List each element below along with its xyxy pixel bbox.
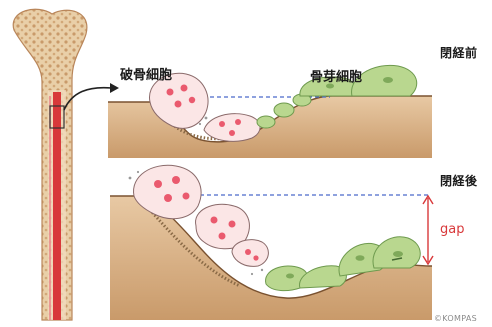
gap-label: gap [440,222,464,237]
osteoblast-label: 骨芽細胞 [310,66,362,85]
femur-bone-icon [13,9,87,320]
before-closure-label: 閉経前 [440,44,478,61]
after-closure-label: 閉経後 [440,172,478,189]
gap-indicator [423,196,433,264]
copyright-credit: ©KOMPAS [434,314,477,323]
osteoclast-label: 破骨細胞 [120,64,172,83]
panel-after [110,165,433,320]
